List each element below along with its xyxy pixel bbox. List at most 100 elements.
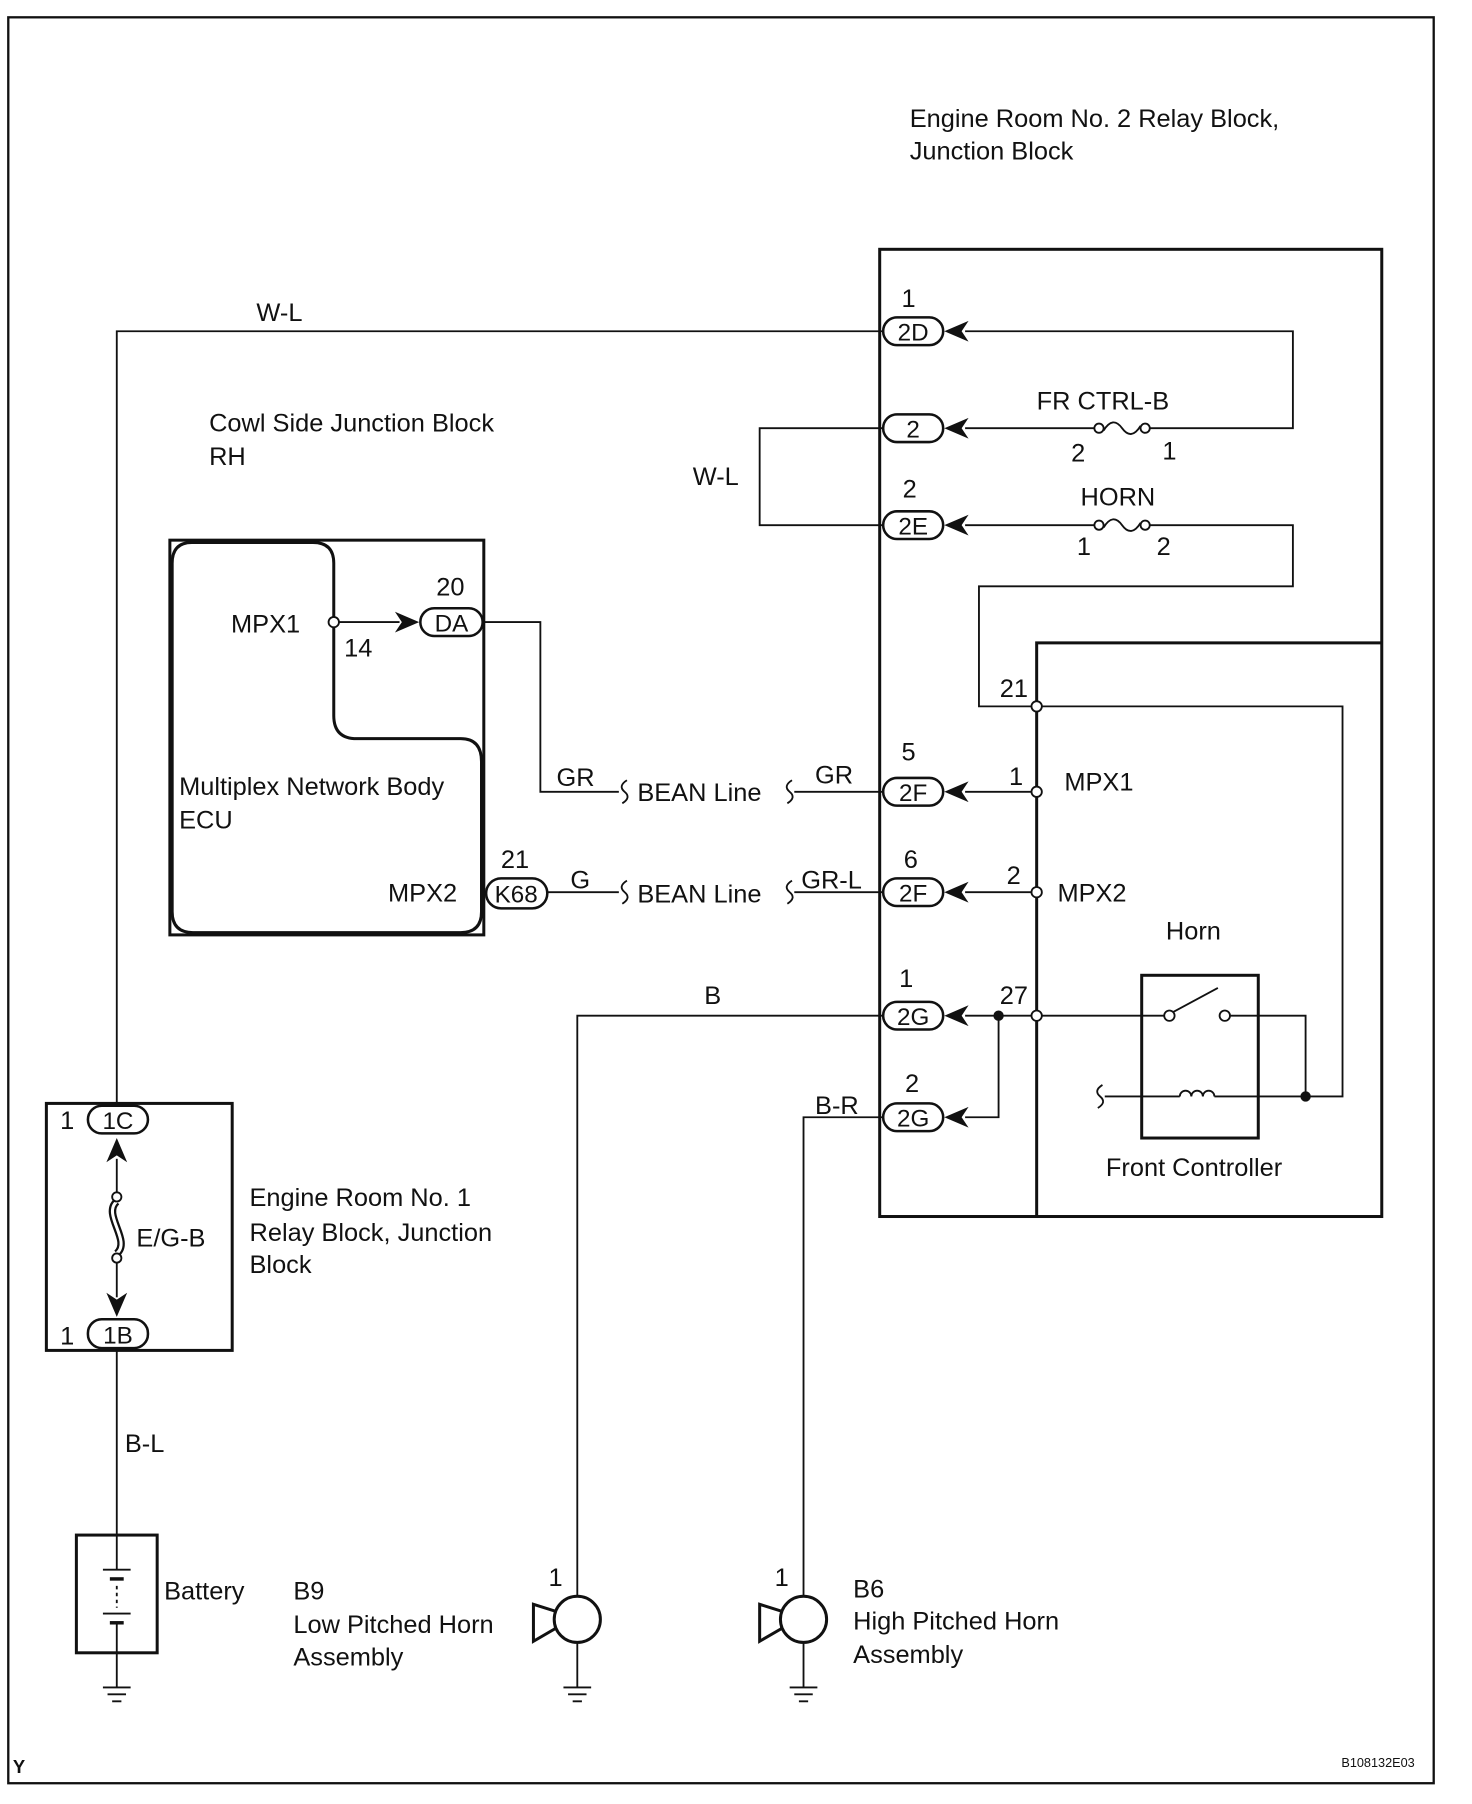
bean-line-break-icon [620, 879, 629, 905]
bean-line-break-icon [785, 879, 794, 905]
front-controller-pin-27: 27 [1000, 982, 1028, 1010]
connector-pin-number: 21 [501, 846, 529, 874]
bean-line-break-icon [620, 779, 629, 805]
ecu-mpx1-pin: 14 [344, 635, 372, 663]
engine-room-no1-title-line3: Block [250, 1251, 312, 1279]
eg-b-fuse-terminal-top [111, 1191, 123, 1203]
connector-code: K68 [495, 882, 538, 909]
engine-room-no2-block-outline [878, 247, 1384, 1219]
fuse-horn: HORN 1 2 [1077, 484, 1171, 562]
low-horn-name-line2: Assembly [293, 1643, 403, 1671]
wires: W-L W-L GR GR G GR-L B B-R B-L BEAN Line… [115, 299, 1344, 1597]
high-horn-name-line2: Assembly [853, 1641, 963, 1669]
low-pitched-horn: 1 B9 Low Pitched Horn Assembly [293, 1564, 602, 1703]
horn-relay-coil-icon [1178, 1089, 1216, 1097]
horn-body-icon [778, 1594, 829, 1644]
eg-b-fuse-inner [110, 1200, 123, 1255]
bean-line-label: BEAN Line [637, 881, 761, 909]
connector-code: 2G [897, 1004, 929, 1031]
coil-wire-break-icon [1096, 1084, 1104, 1109]
connector-pin-number: 20 [436, 574, 464, 602]
connector-shell [881, 510, 945, 541]
front-controller-title: Front Controller [1106, 1154, 1283, 1182]
connector-shell [881, 1000, 945, 1031]
cowl-side-title-line2: RH [209, 443, 246, 471]
wire-label-mpx1-jb-side: GR [815, 762, 853, 790]
engine-room-no1-relay-block: Engine Room No. 1 Relay Block, Junction … [44, 1101, 492, 1352]
wire-label-mpx1-ecu-side: GR [557, 764, 595, 792]
wire-high-horn [802, 1116, 884, 1597]
wire-2d-to-fr-ctrl-b [965, 330, 1294, 430]
fr-ctrl-b-fuse-terminal-right [1139, 422, 1151, 434]
wire-label-mpx2-ecu-side: G [570, 867, 590, 895]
connector-shell [86, 1317, 150, 1350]
connector-shell [881, 316, 945, 347]
front-controller-mpx2-label: MPX2 [1057, 879, 1126, 907]
engine-room-no1-block-outline [44, 1101, 234, 1352]
connector-arrow-icon [944, 1106, 969, 1128]
wire-horn-fuse-to-front-controller [978, 524, 1294, 708]
wire-junction-dot [1300, 1091, 1311, 1102]
horn-relay-label: Horn [1166, 918, 1221, 946]
connector-arrow-icon [944, 417, 969, 439]
ecu-title-line1: Multiplex Network Body [179, 773, 444, 801]
connector-arrow-icon [944, 781, 969, 803]
front-controller-pin-21: 21 [1000, 675, 1028, 703]
connector-arrow-icon [944, 514, 969, 536]
connector-shell [881, 1102, 945, 1133]
connector-code: 2 [906, 416, 919, 443]
front-controller-outline [1035, 641, 1382, 1217]
connector-pin-number: 1 [60, 1107, 74, 1135]
eg-b-fuse-terminal-bottom [111, 1252, 123, 1264]
connector-1c: 1 1C [60, 1104, 150, 1163]
connector-code: 1B [103, 1322, 133, 1349]
horn-fuse-terminal-right [1139, 519, 1151, 531]
connector-2g-high-horn: 2 2G [881, 1070, 969, 1133]
low-horn-code: B9 [293, 1578, 324, 1606]
ecu-mpx2-label: MPX2 [388, 879, 457, 907]
front-controller-terminal-21 [1030, 700, 1043, 713]
fr-ctrl-b-fuse-icon [1102, 421, 1142, 435]
front-controller-pin-1: 1 [1009, 763, 1023, 791]
connector-2: 2 [881, 413, 969, 443]
horn-fuse-label: HORN [1081, 484, 1156, 512]
ground-icon [789, 1686, 818, 1703]
connector-k68: 21 K68 [484, 846, 549, 910]
engine-room-no1-title-line1: Engine Room No. 1 [250, 1184, 471, 1212]
battery: Battery [74, 1533, 245, 1703]
wire-label-low-horn: B [704, 982, 721, 1010]
front-controller-terminal-1 [1030, 785, 1043, 798]
low-horn-pin: 1 [548, 1564, 562, 1592]
engine-room-no2-title-line2: Junction Block [910, 137, 1074, 165]
connector-code: 2E [898, 513, 928, 540]
high-horn-name-line1: High Pitched Horn [853, 1608, 1059, 1636]
connector-2g-low-horn: 1 2G [881, 965, 969, 1031]
connector-shell [881, 776, 945, 807]
connector-code: 2F [899, 780, 927, 807]
connector-pin-number: 2 [905, 1070, 919, 1098]
horn-fuse-terminal-left [1093, 519, 1105, 531]
fr-ctrl-b-fuse-right-pin: 1 [1162, 437, 1176, 465]
connector-pin-number: 1 [899, 965, 913, 993]
horn-relay-switch-blade [1172, 987, 1219, 1014]
wire-2g-bridge [965, 1015, 1000, 1119]
front-controller: Front Controller Horn 21 1 MPX1 2 MPX2 2… [1000, 641, 1382, 1217]
wire-label-battery: B-L [125, 1430, 165, 1458]
wire-front-controller-internal-feed [1041, 705, 1344, 1098]
high-pitched-horn: 1 B6 High Pitched Horn Assembly [758, 1564, 1059, 1703]
cowl-side-junction-block: Cowl Side Junction Block RH Multiplex Ne… [168, 410, 494, 937]
connector-code: 2D [898, 319, 929, 346]
connector-2f-mpx1: 5 2F [881, 739, 969, 807]
connector-shell [881, 877, 945, 908]
fr-ctrl-b-fuse-terminal-left [1093, 422, 1105, 434]
horn-relay-outline [1140, 973, 1260, 1140]
front-controller-mpx1-label: MPX1 [1064, 769, 1133, 797]
connector-pin-number: 6 [904, 846, 918, 874]
connector-shell [86, 1104, 150, 1135]
front-controller-pin-2: 2 [1007, 862, 1021, 890]
wire-label-fuse-jumper: W-L [693, 463, 739, 491]
fr-ctrl-b-fuse-left-pin: 2 [1071, 440, 1085, 468]
ground-icon [102, 1686, 131, 1703]
connector-2f-mpx2: 6 2F [881, 846, 969, 908]
